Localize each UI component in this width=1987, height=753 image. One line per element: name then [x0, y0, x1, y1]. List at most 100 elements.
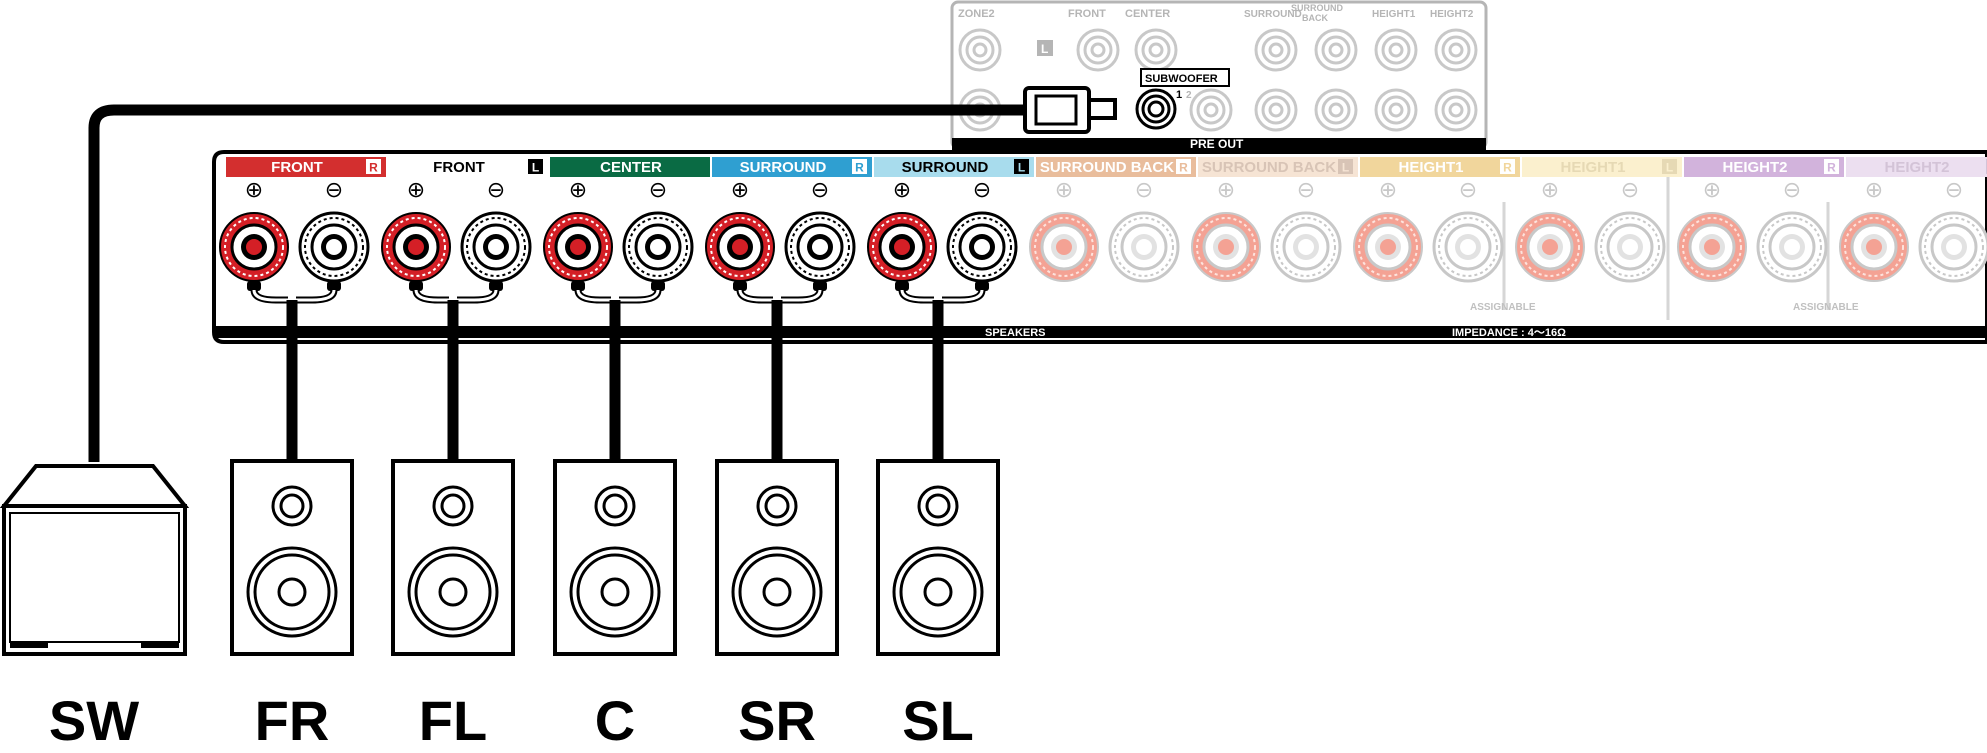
- speaker-cable: [736, 289, 824, 462]
- positive-terminal[interactable]: [867, 212, 937, 282]
- terminal-pair: ⊕⊖: [1191, 177, 1342, 283]
- minus-sign: ⊖: [1459, 177, 1477, 202]
- subwoofer-jack-number-1: 1: [1176, 89, 1182, 101]
- positive-terminal[interactable]: [1353, 212, 1423, 282]
- channel-header: FRONT R: [226, 157, 386, 177]
- negative-terminal[interactable]: [1594, 211, 1666, 283]
- terminal-pair: ⊕⊖: [1353, 177, 1504, 283]
- channel-name: SURROUND BACK: [1040, 159, 1174, 176]
- terminal-pair: ⊕⊖: [867, 177, 1018, 291]
- plus-sign: ⊕: [1541, 177, 1559, 202]
- speakers-panel: SPEAKERS IMPEDANCE : 4〜16Ω ASSIGNABLE AS…: [212, 150, 1987, 344]
- terminal-pair: ⊕⊖: [1029, 177, 1180, 283]
- terminal-pair: ⊕⊖: [219, 177, 370, 291]
- channel-badge: L: [1666, 161, 1673, 175]
- subwoofer-jack-1[interactable]: [1135, 88, 1177, 130]
- terminal-pair: ⊕⊖: [543, 177, 694, 291]
- preout-jack[interactable]: [1314, 88, 1358, 132]
- speaker-label-sw: SW: [49, 689, 139, 752]
- negative-terminal[interactable]: [784, 211, 856, 283]
- negative-terminal[interactable]: [1432, 211, 1504, 283]
- channel-header: HEIGHT2L: [1846, 157, 1987, 177]
- preout-col-front: FRONT: [1068, 8, 1106, 20]
- rca-plug-tip: [1087, 98, 1117, 120]
- preout-jack[interactable]: [1314, 28, 1358, 72]
- negative-terminal[interactable]: [460, 211, 532, 283]
- positive-terminal[interactable]: [381, 212, 451, 282]
- preout-jack[interactable]: [1434, 88, 1478, 132]
- minus-sign: ⊖: [649, 177, 667, 202]
- preout-col-height2: HEIGHT2: [1430, 9, 1474, 20]
- speaker-fl: [391, 459, 515, 656]
- channel-header: HEIGHT1 R: [1360, 157, 1520, 177]
- impedance-label: IMPEDANCE : 4〜16Ω: [1452, 327, 1566, 339]
- plus-sign: ⊕: [1865, 177, 1883, 202]
- preout-jack[interactable]: [1254, 28, 1298, 72]
- subwoofer-cable-line: [88, 104, 1030, 462]
- positive-terminal[interactable]: [1191, 212, 1261, 282]
- preout-jack[interactable]: [1374, 88, 1418, 132]
- channel-badge: R: [1503, 161, 1512, 175]
- positive-terminal[interactable]: [1839, 212, 1909, 282]
- preout-jacks: [958, 28, 1478, 132]
- negative-terminal[interactable]: [1756, 211, 1828, 283]
- plus-sign: ⊕: [1379, 177, 1397, 202]
- preout-col-surround-back: SURROUND: [1291, 3, 1344, 13]
- negative-terminal[interactable]: [1270, 211, 1342, 283]
- negative-terminal[interactable]: [1108, 211, 1180, 283]
- preout-jack[interactable]: [1134, 28, 1178, 72]
- negative-terminal[interactable]: [1918, 211, 1987, 283]
- negative-terminal[interactable]: [622, 211, 694, 283]
- preout-jack[interactable]: [1434, 28, 1478, 72]
- positive-terminal[interactable]: [705, 212, 775, 282]
- speaker-fr: [230, 459, 354, 656]
- speaker-label-sl: SL: [902, 689, 974, 752]
- minus-sign: ⊖: [325, 177, 343, 202]
- channel-badge: L: [1018, 161, 1025, 175]
- subwoofer-label: SUBWOOFER: [1145, 73, 1218, 85]
- terminal-pair: ⊕⊖: [381, 177, 532, 291]
- channel-name: FRONT: [433, 159, 485, 176]
- subwoofer-jack-2[interactable]: [1189, 88, 1233, 132]
- terminal-pair: ⊕⊖: [1839, 177, 1987, 283]
- minus-sign: ⊖: [487, 177, 505, 202]
- channel-name: HEIGHT1: [1560, 159, 1625, 176]
- preout-jack[interactable]: [1374, 28, 1418, 72]
- channel-name: HEIGHT1: [1398, 159, 1463, 176]
- plus-sign: ⊕: [569, 177, 587, 202]
- positive-terminal[interactable]: [1029, 212, 1099, 282]
- channel-name: CENTER: [600, 159, 662, 176]
- plus-sign: ⊕: [1055, 177, 1073, 202]
- minus-sign: ⊖: [1135, 177, 1153, 202]
- channel-name: SURROUND BACK: [1202, 159, 1336, 176]
- subwoofer-unit: [0, 464, 190, 656]
- subwoofer-label-box: [1140, 68, 1230, 87]
- positive-terminal[interactable]: [1515, 212, 1585, 282]
- terminal-pair: ⊕⊖: [705, 177, 856, 291]
- rca-plug-grip: [1034, 94, 1078, 126]
- negative-terminal[interactable]: [946, 211, 1018, 283]
- positive-terminal[interactable]: [1677, 212, 1747, 282]
- terminal-pair: ⊕⊖: [1677, 177, 1828, 283]
- speaker-cable: [250, 289, 338, 462]
- speakers-bottom-bar: [214, 326, 1987, 338]
- preout-l-badge: [1037, 40, 1053, 56]
- speakers-label: SPEAKERS: [985, 327, 1046, 339]
- terminal-pair: ⊕⊖: [1515, 177, 1666, 283]
- negative-terminal[interactable]: [298, 211, 370, 283]
- positive-terminal[interactable]: [543, 212, 613, 282]
- preout-jack[interactable]: [958, 28, 1002, 72]
- positive-terminal[interactable]: [219, 212, 289, 282]
- speaker-label-c: C: [595, 689, 635, 752]
- plus-sign: ⊕: [731, 177, 749, 202]
- channel-name: FRONT: [271, 159, 323, 176]
- preout-jack[interactable]: [1076, 28, 1120, 72]
- channel-badge: R: [369, 161, 378, 175]
- preout-jack[interactable]: [1254, 88, 1298, 132]
- speaker-cable: [898, 289, 986, 462]
- minus-sign: ⊖: [1945, 177, 1963, 202]
